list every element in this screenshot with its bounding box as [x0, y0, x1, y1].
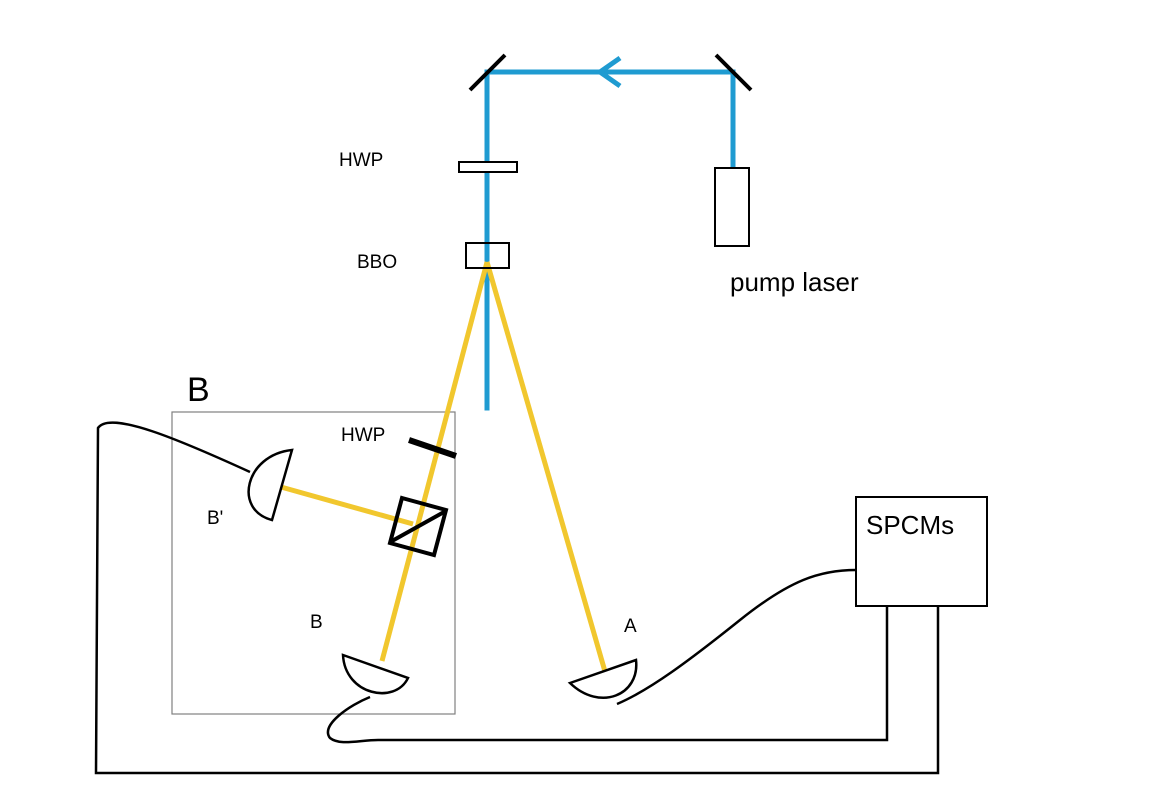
polarizing-beam-splitter — [387, 495, 449, 558]
label-spcms: SPCMs — [866, 510, 954, 540]
detector-b — [341, 653, 410, 695]
detector-b-prime — [247, 448, 294, 522]
spcms-box — [855, 496, 988, 607]
label-pump-laser: pump laser — [730, 267, 859, 297]
label-detector-b: B — [310, 612, 323, 633]
fiber-b-prime — [94, 421, 940, 775]
mirror-right — [714, 53, 753, 92]
half-wave-plate-b — [408, 437, 457, 459]
label-bbo: BBO — [357, 252, 397, 273]
pump-beam — [484, 69, 736, 411]
detector-a — [567, 658, 638, 699]
label-detector-a: A — [624, 616, 637, 637]
label-b-prime: B' — [207, 508, 223, 529]
label-box-b: B — [187, 371, 210, 409]
fiber-cables — [94, 421, 940, 775]
pump-laser-body — [714, 167, 750, 247]
beam-to-detector-a — [484, 261, 609, 676]
bbo-crystal — [465, 242, 510, 269]
beam-to-detector-b-prime — [280, 484, 414, 527]
fiber-b — [326, 606, 889, 744]
label-hwp-b: HWP — [341, 425, 385, 446]
measurement-box-b — [171, 411, 456, 715]
pump-direction-arrow — [595, 55, 622, 89]
half-wave-plate-top — [458, 161, 518, 173]
beam-to-detector-b — [379, 261, 490, 662]
photon-beams — [280, 261, 609, 676]
fiber-a — [616, 568, 857, 706]
mirror-left — [468, 53, 507, 92]
label-hwp-top: HWP — [339, 150, 383, 171]
